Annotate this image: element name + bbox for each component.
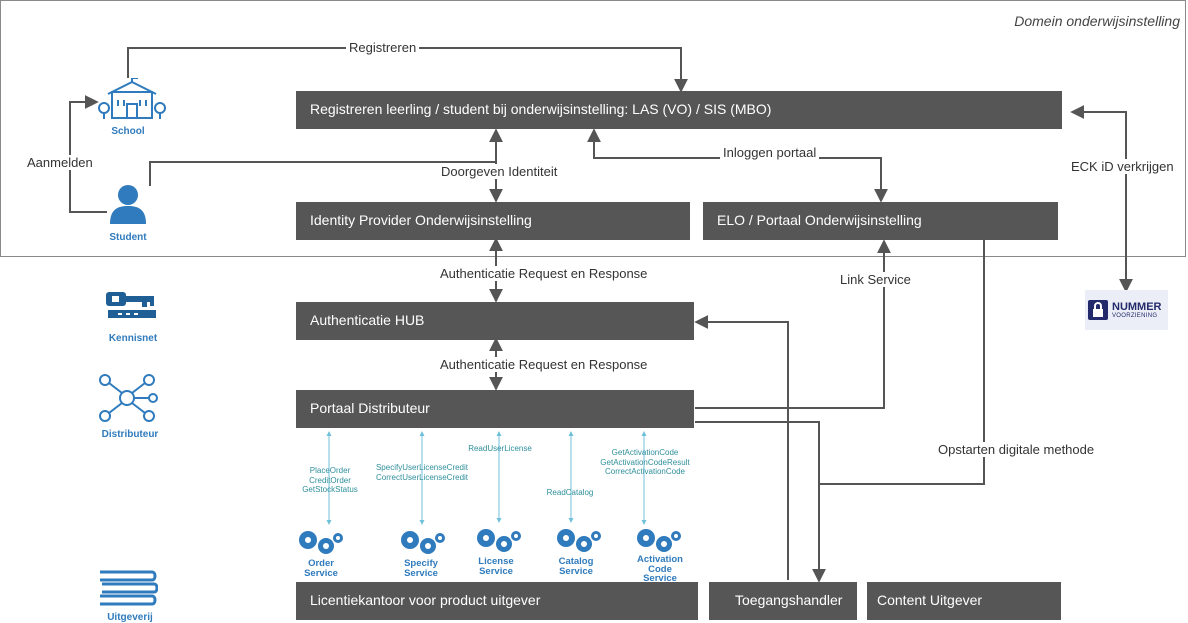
kennisnet-key-icon <box>106 292 156 318</box>
label-authenticatie-1: Authenticatie Request en Response <box>437 266 651 281</box>
uitgeverij-books-icon <box>100 570 158 606</box>
label-authenticatie-2: Authenticatie Request en Response <box>437 357 651 372</box>
label-registreren: Registreren <box>346 40 420 55</box>
label-doorgeven-identiteit: Doorgeven Identiteit <box>438 164 561 179</box>
nummer-title: NUMMER <box>1112 300 1162 313</box>
caption-kennisnet: Kennisnet <box>108 333 158 344</box>
domain-frame <box>0 0 1186 257</box>
box-identity-provider: Identity Provider Onderwijsinstelling <box>296 202 690 240</box>
label-inloggen-portaal: Inloggen portaal <box>720 145 820 160</box>
catalog-service-gear-icon <box>557 529 601 552</box>
caption-school: School <box>111 126 145 137</box>
box-registreren: Registreren leerling / student bij onder… <box>296 91 1062 129</box>
box-authenticatie-hub: Authenticatie HUB <box>296 302 694 340</box>
arrow-eck <box>1070 105 1133 293</box>
box-content-uitgever: Content Uitgever <box>867 582 1061 620</box>
arrow-toeg-hub <box>694 315 789 580</box>
student-icon <box>110 185 146 224</box>
caption-student: Student <box>109 232 147 243</box>
arrow-opstarten <box>818 240 985 485</box>
arrow-link <box>695 239 891 409</box>
arrow-portaal-toeg <box>695 421 826 583</box>
label-aanmelden: Aanmelden <box>24 155 96 170</box>
arrow-inloggen <box>587 128 888 203</box>
license-service-gear-icon <box>477 529 521 552</box>
api-license: ReadUserLicense <box>468 444 532 453</box>
box-portaal-distributeur: Portaal Distributeur <box>296 390 694 428</box>
lock-icon <box>1088 300 1108 320</box>
box-licentiekantoor: Licentiekantoor voor product uitgever <box>296 582 698 620</box>
arrow-doorgeven <box>149 161 496 186</box>
activation-code-service-gear-icon <box>637 529 681 552</box>
nummervoorziening-logo: NUMMER VOORZIENING <box>1085 290 1168 330</box>
box-elo-portaal: ELO / Portaal Onderwijsinstelling <box>703 202 1058 240</box>
order-service-gear-icon <box>299 531 343 554</box>
label-eck-id: ECK iD verkrijgen <box>1068 159 1177 174</box>
box-toegangshandler: Toegangshandler <box>709 582 857 620</box>
label-link-service: Link Service <box>837 272 914 287</box>
api-catalog: ReadCatalog <box>546 488 594 497</box>
school-icon <box>98 78 166 119</box>
domain-title: Domein onderwijsinstelling <box>1014 13 1180 29</box>
caption-uitgeverij: Uitgeverij <box>107 612 153 623</box>
distributeur-network-icon <box>99 374 158 422</box>
specify-service-gear-icon <box>401 531 445 554</box>
label-opstarten: Opstarten digitale methode <box>935 442 1098 457</box>
nummer-subtitle: VOORZIENING <box>1112 312 1158 319</box>
caption-distributeur: Distributeur <box>101 429 159 440</box>
